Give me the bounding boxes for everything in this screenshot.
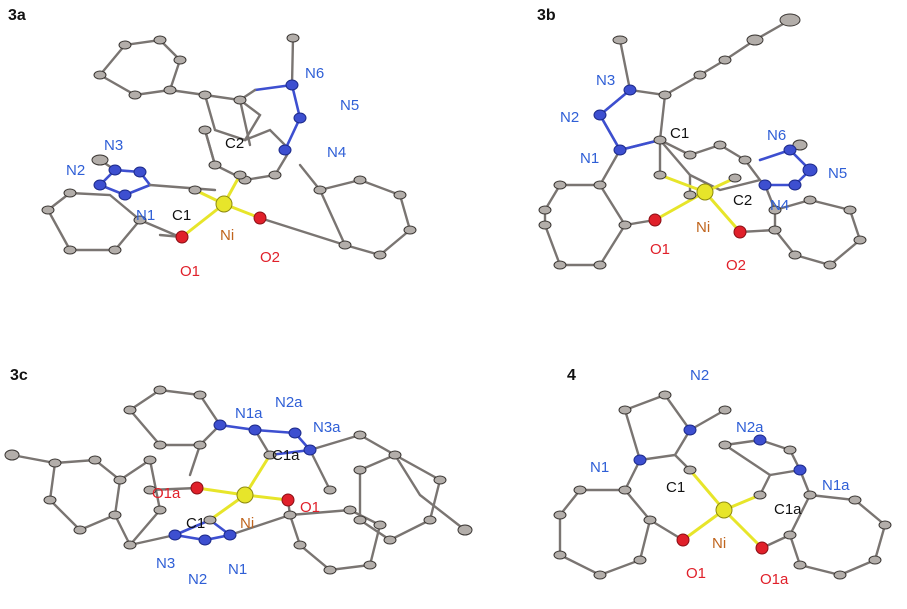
panel-3c: 3c bbox=[4, 367, 473, 588]
label-3c-n2: N2 bbox=[188, 571, 207, 588]
label-3a-n1: N1 bbox=[136, 207, 155, 224]
panel-3c-labels: N1a N2a N3a C1a O1a O1 C1 Ni N3 N2 N1 bbox=[152, 394, 341, 588]
panel-3a: 3a bbox=[8, 7, 417, 280]
panel-3a-labels: N6 N5 N4 N3 N2 N1 C1 C2 Ni O1 O2 bbox=[66, 65, 359, 280]
label-3c-n1: N1 bbox=[228, 561, 247, 578]
label-4-n1: N1 bbox=[590, 459, 609, 476]
label-3a-n6: N6 bbox=[305, 65, 324, 82]
label-3b-n1: N1 bbox=[580, 150, 599, 167]
label-3c-n3: N3 bbox=[156, 555, 175, 572]
panel-3c-id: 3c bbox=[10, 367, 28, 384]
label-3a-o1: O1 bbox=[180, 263, 200, 280]
label-3c-n1a: N1a bbox=[235, 405, 263, 422]
label-4-ni: Ni bbox=[712, 535, 726, 552]
panel-3a-id: 3a bbox=[8, 7, 26, 24]
panel-3c-molecule bbox=[4, 385, 473, 575]
panel-4: 4 bbox=[553, 367, 892, 588]
panel-4-id: 4 bbox=[567, 367, 576, 384]
panel-3b: 3b bbox=[537, 7, 867, 274]
label-3a-n5: N5 bbox=[340, 97, 359, 114]
label-4-o1a: O1a bbox=[760, 571, 789, 588]
label-3c-o1: O1 bbox=[300, 499, 320, 516]
panel-3b-molecule bbox=[538, 13, 867, 270]
label-3a-c1: C1 bbox=[172, 207, 191, 224]
label-4-c1: C1 bbox=[666, 479, 685, 496]
label-3b-n3: N3 bbox=[596, 72, 615, 89]
label-4-c1a: C1a bbox=[774, 501, 802, 518]
panel-3b-labels: N3 N2 N1 C1 N6 N5 C2 N4 Ni O1 O2 bbox=[560, 72, 847, 274]
label-4-n2: N2 bbox=[690, 367, 709, 384]
label-3a-n3: N3 bbox=[104, 137, 123, 154]
label-3b-c1: C1 bbox=[670, 125, 689, 142]
label-3c-ni: Ni bbox=[240, 515, 254, 532]
label-3b-o2: O2 bbox=[726, 257, 746, 274]
label-3b-n2: N2 bbox=[560, 109, 579, 126]
label-3b-n6: N6 bbox=[767, 127, 786, 144]
label-3b-n4: N4 bbox=[770, 197, 789, 214]
label-3c-o1a: O1a bbox=[152, 485, 181, 502]
label-3a-n4: N4 bbox=[327, 144, 346, 161]
label-3c-n2a: N2a bbox=[275, 394, 303, 411]
label-4-n2a: N2a bbox=[736, 419, 764, 436]
label-3a-n2: N2 bbox=[66, 162, 85, 179]
panel-3b-id: 3b bbox=[537, 7, 556, 24]
panel-4-molecule bbox=[553, 390, 892, 580]
label-3c-c1: C1 bbox=[186, 515, 205, 532]
label-3b-o1: O1 bbox=[650, 241, 670, 258]
label-3a-c2: C2 bbox=[225, 135, 244, 152]
panel-4-labels: N2 N2a N1 C1 N1a C1a Ni O1 O1a bbox=[590, 367, 850, 588]
label-3c-c1a: C1a bbox=[272, 447, 300, 464]
label-3a-ni: Ni bbox=[220, 227, 234, 244]
label-3a-o2: O2 bbox=[260, 249, 280, 266]
panel-3a-molecule bbox=[41, 33, 417, 260]
label-3b-n5: N5 bbox=[828, 165, 847, 182]
label-3b-ni: Ni bbox=[696, 219, 710, 236]
label-4-n1a: N1a bbox=[822, 477, 850, 494]
label-3b-c2: C2 bbox=[733, 192, 752, 209]
label-4-o1: O1 bbox=[686, 565, 706, 582]
label-3c-n3a: N3a bbox=[313, 419, 341, 436]
